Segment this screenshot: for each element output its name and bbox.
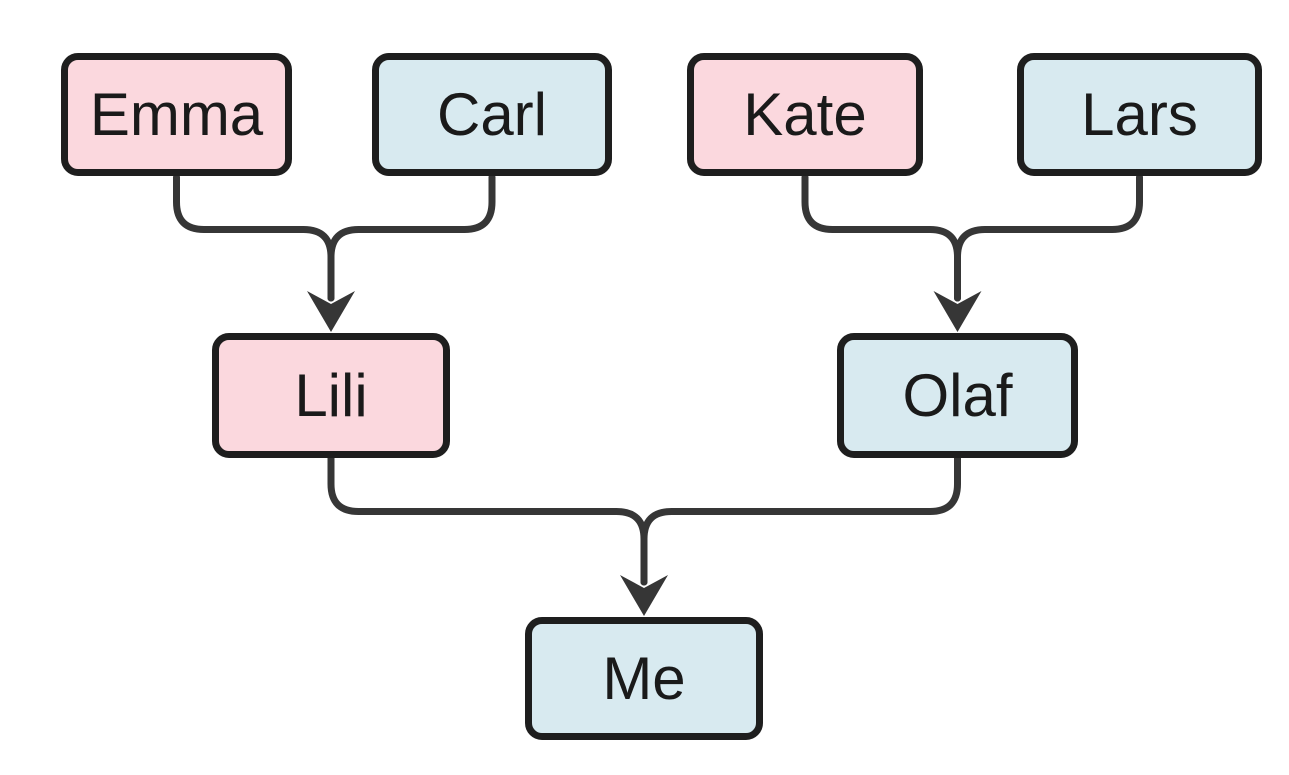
node-kate: Kate bbox=[687, 53, 923, 176]
node-me-label: Me bbox=[602, 644, 686, 712]
node-lars-label: Lars bbox=[1081, 80, 1198, 148]
node-lili: Lili bbox=[212, 333, 450, 458]
node-carl-label: Carl bbox=[436, 80, 547, 148]
node-olaf-label: Olaf bbox=[902, 361, 1013, 429]
node-me: Me bbox=[525, 617, 763, 740]
node-kate-label: Kate bbox=[743, 80, 867, 148]
node-carl: Carl bbox=[372, 53, 612, 176]
edge-emma-lili bbox=[173, 173, 335, 302]
edge-lili-me bbox=[327, 454, 648, 586]
arrowhead-olaf bbox=[933, 291, 982, 332]
arrowhead-lili bbox=[307, 291, 355, 332]
node-emma-label: Emma bbox=[89, 80, 264, 148]
arrowhead-me bbox=[620, 575, 668, 616]
edge-olaf-me bbox=[640, 454, 961, 586]
edge-lars-olaf bbox=[954, 173, 1143, 302]
node-olaf: Olaf bbox=[837, 333, 1078, 458]
edge-carl-lili bbox=[327, 173, 496, 302]
node-lili-label: Lili bbox=[294, 361, 368, 429]
edge-kate-olaf bbox=[801, 173, 961, 302]
node-lars: Lars bbox=[1017, 53, 1262, 176]
node-emma: Emma bbox=[61, 53, 292, 176]
